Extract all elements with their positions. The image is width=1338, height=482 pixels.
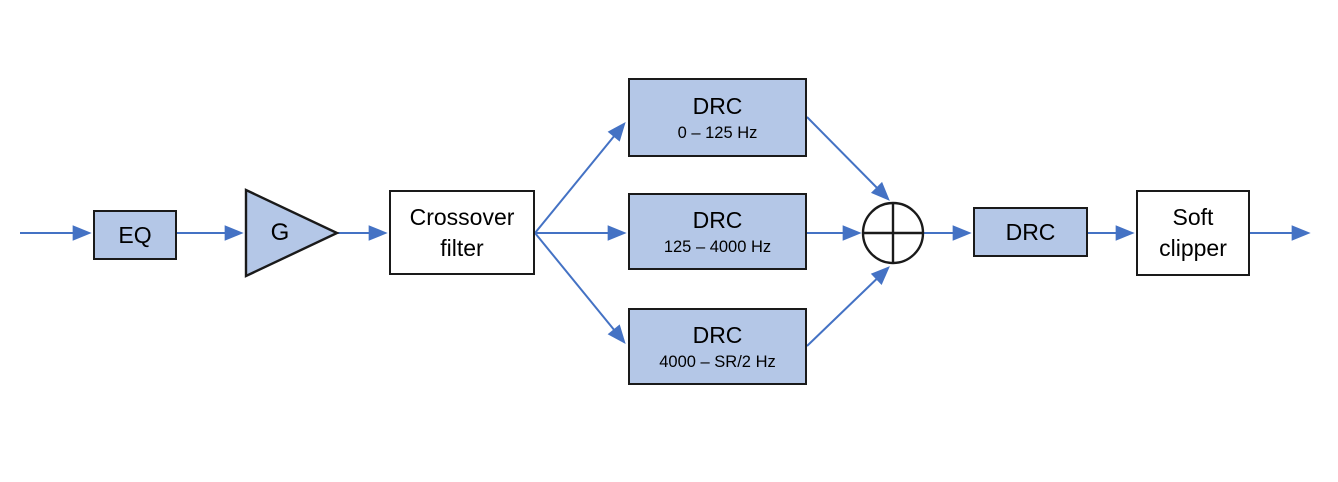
- crossover-label-line2: filter: [440, 234, 484, 261]
- drc-high-title: DRC: [692, 321, 743, 348]
- eq-block: EQ: [93, 210, 177, 260]
- gain-label: G: [270, 219, 290, 246]
- edge-drc-low-to-summer: [806, 116, 890, 201]
- soft-clipper-label-line2: clipper: [1159, 235, 1227, 261]
- crossover-label-line1: Crossover: [409, 203, 515, 230]
- drc-low-band-block: DRC 0 – 125 Hz: [628, 78, 807, 157]
- edge-crossover-to-drc-high: [534, 232, 626, 345]
- crossover-filter-block: Crossover filter: [389, 190, 535, 275]
- drc-high-band-block: DRC 4000 – SR/2 Hz: [628, 308, 807, 385]
- drc-high-range: 4000 – SR/2 Hz: [659, 352, 776, 371]
- drc-mid-band-block: DRC 125 – 4000 Hz: [628, 193, 807, 270]
- drc-post-block: DRC: [973, 207, 1088, 257]
- edge-drc-high-to-summer: [806, 266, 890, 347]
- drc-post-label: DRC: [1005, 218, 1056, 245]
- drc-low-range: 0 – 125 Hz: [677, 123, 758, 142]
- drc-mid-range: 125 – 4000 Hz: [663, 237, 772, 256]
- soft-clipper-label-line1: Soft: [1172, 204, 1214, 230]
- soft-clipper-block: Soft clipper: [1136, 190, 1250, 276]
- eq-label: EQ: [118, 221, 152, 248]
- edge-crossover-to-drc-low: [534, 121, 626, 234]
- summing-junction-icon: [861, 201, 925, 265]
- drc-mid-title: DRC: [692, 206, 743, 233]
- gain-amplifier-triangle: [244, 188, 340, 278]
- drc-low-title: DRC: [692, 92, 743, 119]
